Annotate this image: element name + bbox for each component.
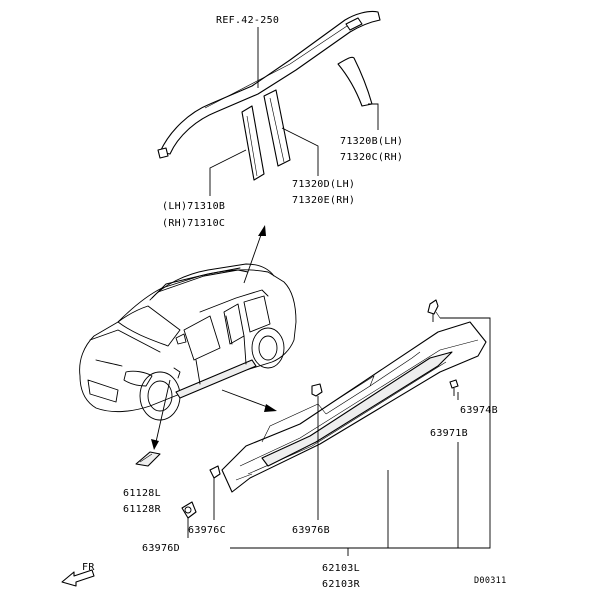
mud-guard-61128l[interactable] [135, 451, 161, 467]
leader-71310b [209, 149, 247, 196]
label-63971b: 63971B [430, 428, 468, 439]
clip-63976d[interactable] [181, 501, 197, 519]
label-62103l: 62103L [322, 563, 360, 574]
pillar-garnish-71320b[interactable] [337, 56, 373, 107]
label-63976d: 63976D [142, 543, 180, 554]
label-62103r: 62103R [322, 579, 361, 590]
label-71320e: 71320E(RH) [292, 195, 355, 206]
vehicle-outline [79, 263, 297, 421]
leader-71320b [368, 103, 379, 130]
label-71320c: 71320C(RH) [340, 152, 403, 163]
label-71320b: 71320B(LH) [340, 136, 403, 147]
pillar-garnish-71310b[interactable] [241, 105, 265, 181]
label-63976c: 63976C [188, 525, 226, 536]
arrow-to-mudguard [151, 379, 171, 450]
label-71310c: (RH)71310C [162, 218, 225, 229]
leader-63974b [388, 317, 491, 549]
arrow-to-side-sill [221, 389, 277, 412]
side-sill-garnish-62103l[interactable] [221, 311, 487, 493]
front-direction-indicator [61, 569, 95, 587]
clip-63976b[interactable] [311, 383, 323, 397]
arrow-to-pillars [243, 225, 266, 284]
roof-rail[interactable] [157, 10, 381, 159]
screw-63971b[interactable] [449, 379, 459, 396]
pillar-garnish-71320d[interactable] [263, 89, 291, 167]
label-63976b: 63976B [292, 525, 330, 536]
diagram-id: D00311 [474, 576, 507, 586]
label-61128l: 61128L [123, 488, 161, 499]
label-61128r: 61128R [123, 504, 162, 515]
label-63974b: 63974B [460, 405, 498, 416]
clip-63976c[interactable] [209, 465, 221, 479]
leader-71320d [281, 127, 319, 176]
label-front: FR [82, 562, 95, 573]
label-71310b: (LH)71310B [162, 201, 225, 212]
clip-63974b[interactable] [427, 299, 439, 322]
label-71320d: 71320D(LH) [292, 179, 355, 190]
leader-62103l-bracket [230, 470, 389, 549]
label-ref-roof-rail: REF.42-250 [216, 15, 279, 26]
